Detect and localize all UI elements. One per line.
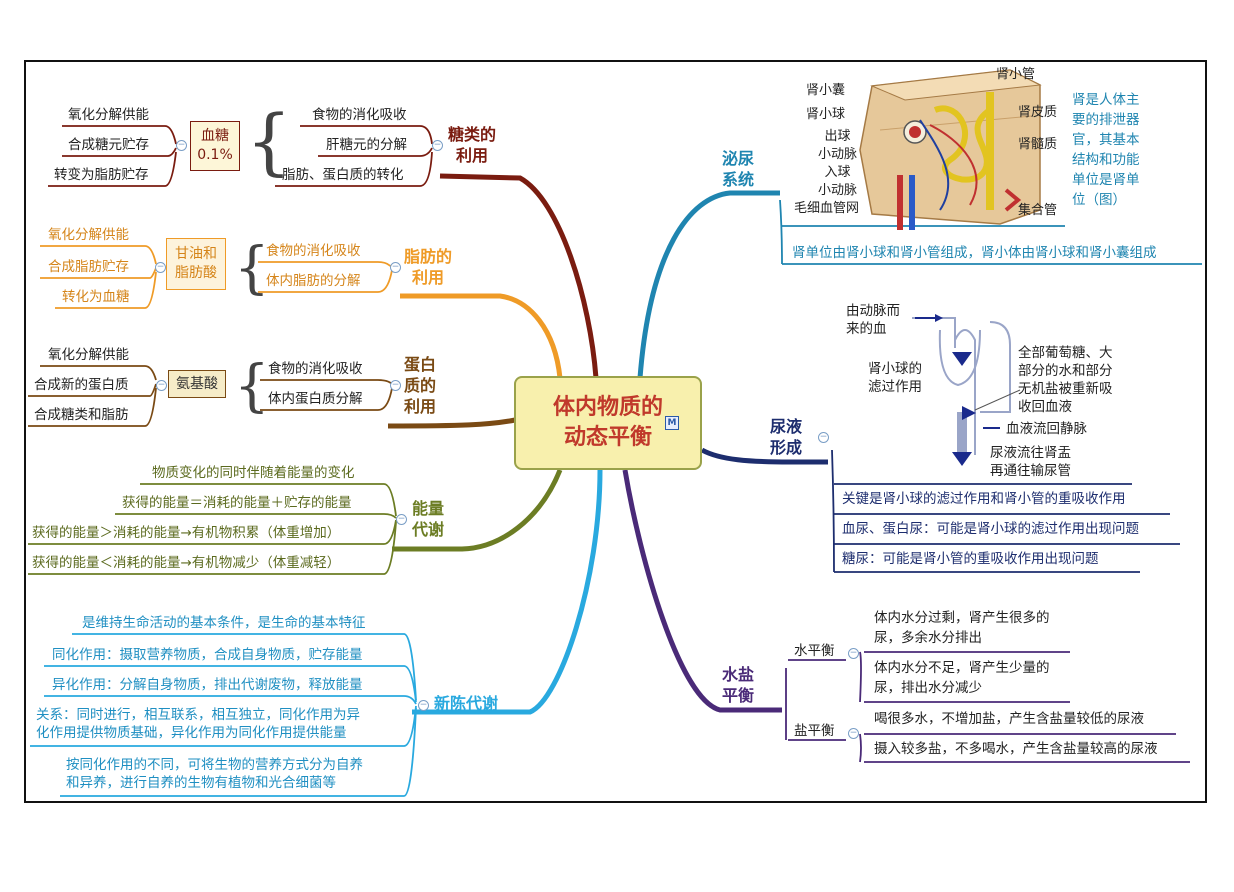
water-salt-branch-title[interactable]: 水盐 平衡 <box>722 664 754 706</box>
metabolism-item: 关系：同时进行，相互联系，相互独立，同化作用为异 化作用提供物质基础，异化作用为… <box>36 707 360 741</box>
urine-item: 关键是肾小球的滤过作用和肾小管的重吸收作用 <box>842 491 1126 507</box>
protein-title-text: 蛋白 质的 利用 <box>404 355 437 416</box>
kidney-label: 肾髓质 <box>1018 137 1058 152</box>
urine-diagram-label: 由动脉而 来的血 <box>846 303 900 337</box>
protein-left-item: 合成糖类和脂肪 <box>34 407 129 423</box>
fat-branch-title[interactable]: 脂肪的 利用 <box>404 246 452 288</box>
metabolism-title-text: 新陈代谢 <box>434 694 499 713</box>
urine-branch-title[interactable]: 尿液 形成 <box>770 416 802 458</box>
energy-item: 获得的能量＞消耗的能量→有机物积累（体重增加） <box>32 525 341 541</box>
collapse-icon[interactable]: − <box>432 140 443 151</box>
collapse-icon[interactable]: − <box>818 432 829 443</box>
glycerol-fatty-acid-box[interactable]: 甘油和 脂肪酸 <box>166 238 226 290</box>
brace-icon: { <box>234 354 270 419</box>
metabolism-item: 按同化作用的不同，可将生物的营养方式分为自养 和异养，进行自养的生物有植物和光合… <box>66 757 363 791</box>
kidney-label: 肾小管 <box>996 67 1036 82</box>
energy-branch-title[interactable]: 能量 代谢 <box>412 498 444 540</box>
kidney-description: 肾是人体主 要的排泄器 官，其基本 结构和功能 单位是肾单 位（图） <box>1072 92 1140 208</box>
metabolism-item: 是维持生命活动的基本条件，是生命的基本特征 <box>82 615 366 631</box>
urine-title-text: 尿液 形成 <box>770 417 803 457</box>
collapse-icon[interactable]: − <box>155 262 166 273</box>
urine-formation-illustration <box>912 314 1021 466</box>
sugar-branch-title[interactable]: 糖类的 利用 <box>448 124 496 166</box>
urine-diagram-label: 尿液流往肾盂 再通往输尿管 <box>990 445 1071 479</box>
sugar-left-item: 氧化分解供能 <box>68 107 149 123</box>
brace-icon: { <box>234 236 270 301</box>
energy-title-text: 能量 代谢 <box>412 499 445 539</box>
blood-sugar-box[interactable]: 血糖 0.1% <box>190 121 240 171</box>
urine-diagram-label: 全部葡萄糖、大 部分的水和部分 无机盐被重新吸 收回血液 <box>1018 345 1113 415</box>
nephron-composition-text: 肾单位由肾小球和肾小管组成，肾小体由肾小球和肾小囊组成 <box>792 245 1157 261</box>
sugar-title-text: 糖类的 利用 <box>448 125 497 165</box>
energy-item: 获得的能量＜消耗的能量→有机物减少（体重减轻） <box>32 555 341 571</box>
glycerol-fatty-acid-label: 甘油和 脂肪酸 <box>175 246 217 281</box>
collapse-icon[interactable]: − <box>156 380 167 391</box>
protein-left-item: 氧化分解供能 <box>48 347 129 363</box>
urine-item: 糖尿：可能是肾小管的重吸收作用出现问题 <box>842 551 1099 567</box>
energy-item: 物质变化的同时伴随着能量的变化 <box>152 465 355 481</box>
kidney-label: 出球 小动脉 <box>818 129 858 162</box>
water-balance-item: 体内水分不足，肾产生少量的 尿，排出水分减少 <box>874 660 1050 696</box>
urine-diagram-label: 肾小球的 滤过作用 <box>868 361 922 395</box>
kidney-label: 毛细血管网 <box>794 201 860 216</box>
memo-badge-icon[interactable]: M <box>665 416 679 430</box>
brace-icon: { <box>246 99 292 183</box>
fat-left-item: 氧化分解供能 <box>48 227 129 243</box>
collapse-icon[interactable]: − <box>396 514 407 525</box>
blood-sugar-label: 血糖 0.1% <box>197 128 233 163</box>
protein-right-item: 体内蛋白质分解 <box>268 391 363 407</box>
kidney-label: 肾小球 <box>806 107 846 122</box>
kidney-label: 入球 小动脉 <box>818 165 858 198</box>
urinary-title-text: 泌尿 系统 <box>722 149 755 189</box>
diagram-frame <box>24 60 1207 803</box>
collapse-icon[interactable]: − <box>848 728 859 739</box>
fat-left-item: 合成脂肪贮存 <box>48 259 129 275</box>
metabolism-item: 同化作用：摄取营养物质，合成自身物质，贮存能量 <box>52 647 363 663</box>
salt-balance-item: 摄入较多盐，不多喝水，产生含盐量较高的尿液 <box>874 741 1158 757</box>
collapse-icon[interactable]: − <box>390 380 401 391</box>
kidney-nephron-illustration <box>859 69 1042 230</box>
collapse-icon[interactable]: − <box>390 262 401 273</box>
salt-balance-item: 喝很多水，不增加盐，产生含盐量较低的尿液 <box>874 711 1144 727</box>
kidney-label: 肾皮质 <box>1018 105 1058 120</box>
collapse-icon[interactable]: − <box>418 700 429 711</box>
fat-right-item: 食物的消化吸收 <box>266 243 361 259</box>
urine-diagram-label: 血液流回静脉 <box>1006 421 1087 437</box>
protein-branch-title[interactable]: 蛋白 质的 利用 <box>404 354 436 417</box>
sugar-right-item: 食物的消化吸收 <box>312 107 407 123</box>
kidney-label: 肾小囊 <box>806 83 846 98</box>
amino-acid-label: 氨基酸 <box>176 375 218 392</box>
salt-balance-label[interactable]: 盐平衡 <box>794 723 835 739</box>
urinary-branch-title[interactable]: 泌尿 系统 <box>722 148 754 190</box>
central-topic-line2: 动态平衡 <box>563 425 652 450</box>
sugar-right-item: 脂肪、蛋白质的转化 <box>282 167 404 183</box>
amino-acid-box[interactable]: 氨基酸 <box>168 370 226 398</box>
fat-title-text: 脂肪的 利用 <box>404 247 453 287</box>
urine-item: 血尿、蛋白尿：可能是肾小球的滤过作用出现问题 <box>842 521 1139 537</box>
metabolism-item: 异化作用：分解自身物质，排出代谢废物，释放能量 <box>52 677 363 693</box>
central-topic-line1: 体内物质的 <box>552 395 663 420</box>
fat-right-item: 体内脂肪的分解 <box>266 273 361 289</box>
water-balance-label[interactable]: 水平衡 <box>794 643 835 659</box>
protein-left-item: 合成新的蛋白质 <box>34 377 129 393</box>
water-balance-item: 体内水分过剩，肾产生很多的 尿，多余水分排出 <box>874 610 1050 646</box>
sugar-left-item: 合成糖元贮存 <box>68 137 149 153</box>
metabolism-branch-title[interactable]: 新陈代谢 <box>434 693 498 714</box>
collapse-icon[interactable]: − <box>176 140 187 151</box>
water-salt-title-text: 水盐 平衡 <box>722 665 755 705</box>
sugar-right-item: 肝糖元的分解 <box>326 137 407 153</box>
collapse-icon[interactable]: − <box>848 648 859 659</box>
kidney-label: 集合管 <box>1018 203 1058 218</box>
protein-right-item: 食物的消化吸收 <box>268 361 363 377</box>
fat-left-item: 转化为血糖 <box>62 289 130 305</box>
energy-item: 获得的能量＝消耗的能量＋贮存的能量 <box>122 495 352 511</box>
sugar-left-item: 转变为脂肪贮存 <box>54 167 149 183</box>
